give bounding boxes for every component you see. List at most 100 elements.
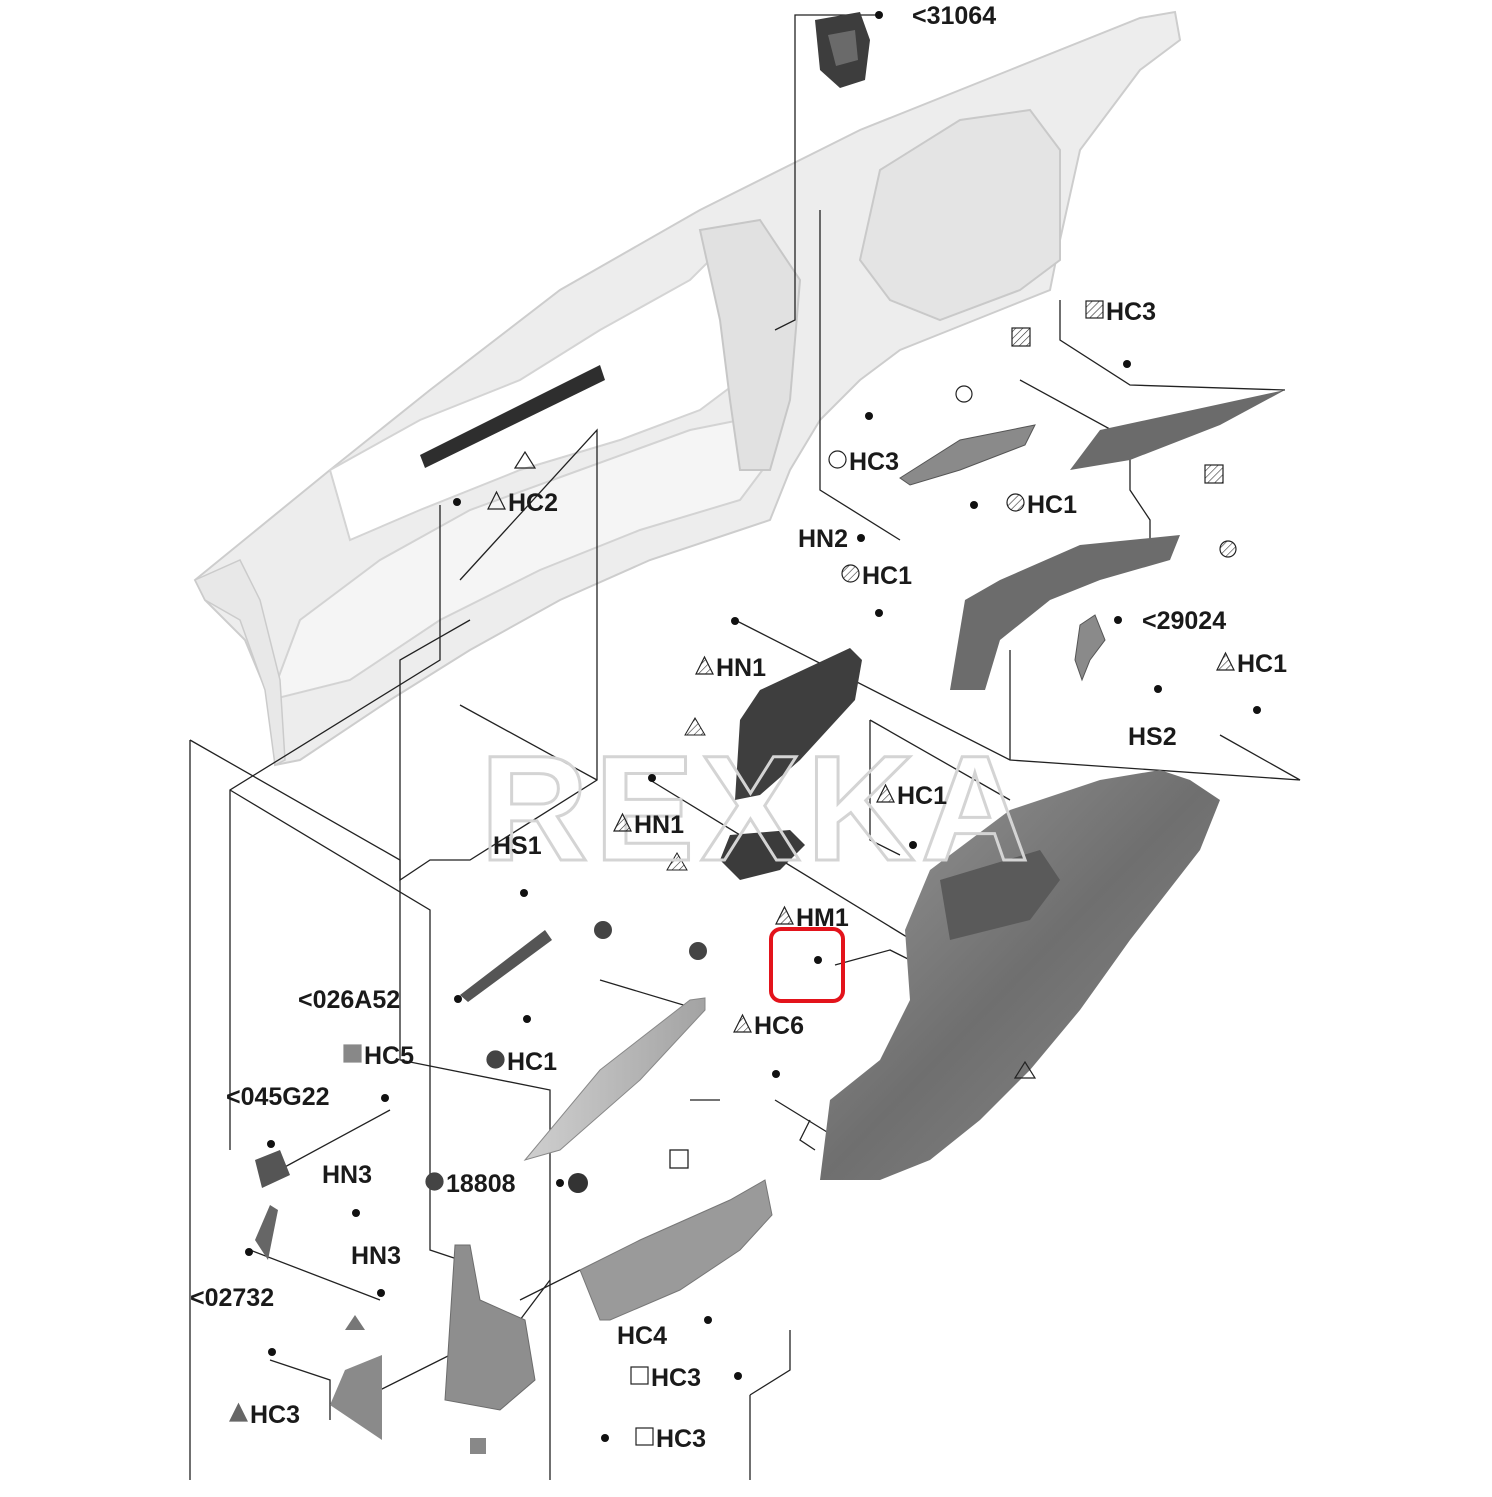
body-side-shell — [193, 10, 1182, 767]
callout-hc3-filled-triangle: HC3 — [229, 1348, 300, 1429]
quarter-trim-panel — [820, 770, 1220, 1180]
callout-dot — [1154, 685, 1162, 693]
callout-026a52: <026A52 — [298, 986, 462, 1014]
callout-dot — [857, 534, 865, 542]
hatched-triangle-symbol-icon — [775, 905, 794, 925]
callout-label: HC3 — [849, 448, 899, 476]
callout-hm1: HM1 — [775, 904, 849, 964]
callout-dot — [453, 498, 461, 506]
callout-dot — [909, 841, 917, 849]
hatched-triangle-symbol-icon — [876, 783, 895, 803]
callout-31064: <31064 — [875, 2, 996, 30]
callout-02732: <02732 — [190, 1248, 274, 1312]
callout-dot — [245, 1248, 253, 1256]
callout-label: HC1 — [507, 1048, 557, 1076]
callout-dot — [772, 1070, 780, 1078]
callout-hc3-top-right: HC3 — [1085, 298, 1156, 368]
callout-dot — [865, 412, 873, 420]
sill-scuff-plate — [579, 1179, 773, 1321]
callout-hc3-square-1: HC3 — [630, 1364, 742, 1392]
hatched-triangle-symbol-icon — [733, 1013, 752, 1033]
callout-label: 18808 — [446, 1170, 516, 1198]
callout-dot — [377, 1289, 385, 1297]
callout-dot — [454, 995, 462, 1003]
callout-label: HC1 — [1237, 650, 1287, 678]
callout-hc1-hatched-circle: HC1 — [970, 491, 1077, 519]
callout-dot — [556, 1179, 564, 1187]
callout-label: <026A52 — [298, 986, 400, 1014]
hatched-circle-symbol-icon — [841, 564, 860, 583]
callout-dot — [970, 501, 978, 509]
hatched-triangle-symbol-icon — [1216, 651, 1235, 671]
hatched-square-symbol-icon — [1085, 300, 1104, 319]
hinge-29024 — [1074, 614, 1106, 682]
callout-hc3-circle: HC3 — [828, 412, 899, 476]
hatched-triangle-symbol-icon — [695, 655, 714, 675]
part-pin-markers — [345, 327, 1237, 1454]
callout-hs2: HS2 — [1128, 685, 1177, 751]
c-pillar-trim — [950, 535, 1180, 690]
callout-label: HN3 — [351, 1242, 401, 1270]
callout-dot — [1123, 360, 1131, 368]
triangle-symbol-icon — [487, 490, 506, 510]
square-symbol-icon — [630, 1366, 649, 1385]
callout-dot — [1114, 616, 1122, 624]
circle-symbol-icon — [828, 450, 847, 469]
b-pillar-lower-trim — [523, 997, 706, 1161]
callout-hn1-upper: HN1 — [695, 617, 766, 682]
square-symbol-icon — [635, 1427, 654, 1446]
callout-label: <045G22 — [226, 1083, 330, 1111]
callout-label: HC1 — [1027, 491, 1077, 519]
callout-label: HC3 — [250, 1401, 300, 1429]
callout-hc5: HC5 — [343, 1042, 414, 1102]
duct-31064 — [815, 12, 870, 88]
callout-dot — [352, 1209, 360, 1217]
filled-circle-symbol-icon — [486, 1050, 505, 1069]
callout-dot — [731, 617, 739, 625]
weatherstrip-roof — [420, 365, 605, 468]
kick-panel — [330, 1355, 382, 1440]
callout-18808: 18808 — [425, 1170, 564, 1198]
callout-label: HC5 — [364, 1042, 414, 1070]
callout-label: <31064 — [912, 2, 996, 30]
callout-hs1: HS1 — [493, 832, 542, 897]
callout-dot — [648, 774, 656, 782]
callout-dot — [704, 1316, 712, 1324]
hm1-highlight-box — [769, 927, 845, 1003]
callout-label: HC4 — [617, 1322, 667, 1350]
callout-label: <02732 — [190, 1284, 274, 1312]
callout-dot — [268, 1348, 276, 1356]
callout-hc4: HC4 — [617, 1316, 712, 1350]
callout-label: HC2 — [508, 489, 558, 517]
callout-label: HS2 — [1128, 723, 1177, 751]
callout-dot — [601, 1434, 609, 1442]
callout-hc1-filled: HC1 — [486, 1015, 557, 1076]
callout-dot — [875, 609, 883, 617]
callout-label: HN1 — [634, 811, 684, 839]
callout-label: HS1 — [493, 832, 542, 860]
callout-hc2: HC2 — [453, 489, 558, 517]
callout-hn3-lower: HN3 — [351, 1242, 401, 1297]
callout-dot — [520, 889, 528, 897]
callout-hn1-lower: HN1 — [613, 774, 684, 839]
callout-hc1-right: HC1 — [1216, 650, 1287, 714]
bracket-02732 — [255, 1205, 278, 1260]
callout-dot — [734, 1372, 742, 1380]
callout-label: HC6 — [754, 1012, 804, 1040]
filled-circle-symbol-icon — [425, 1172, 444, 1191]
filled-square-symbol-icon — [343, 1044, 362, 1063]
callout-dot — [523, 1015, 531, 1023]
callout-label: HN1 — [716, 654, 766, 682]
callout-hc6: HC6 — [733, 1012, 804, 1078]
grommet-18808 — [568, 1173, 588, 1193]
callout-hc3-square-2: HC3 — [601, 1425, 706, 1453]
callout-label: <29024 — [1142, 607, 1226, 635]
callout-label: HC1 — [897, 782, 947, 810]
callout-dot — [814, 956, 822, 964]
hn1-lower-part — [720, 830, 805, 880]
callout-dot — [267, 1140, 275, 1148]
filled-triangle-symbol-icon — [229, 1402, 248, 1422]
callout-label: HC3 — [656, 1425, 706, 1453]
